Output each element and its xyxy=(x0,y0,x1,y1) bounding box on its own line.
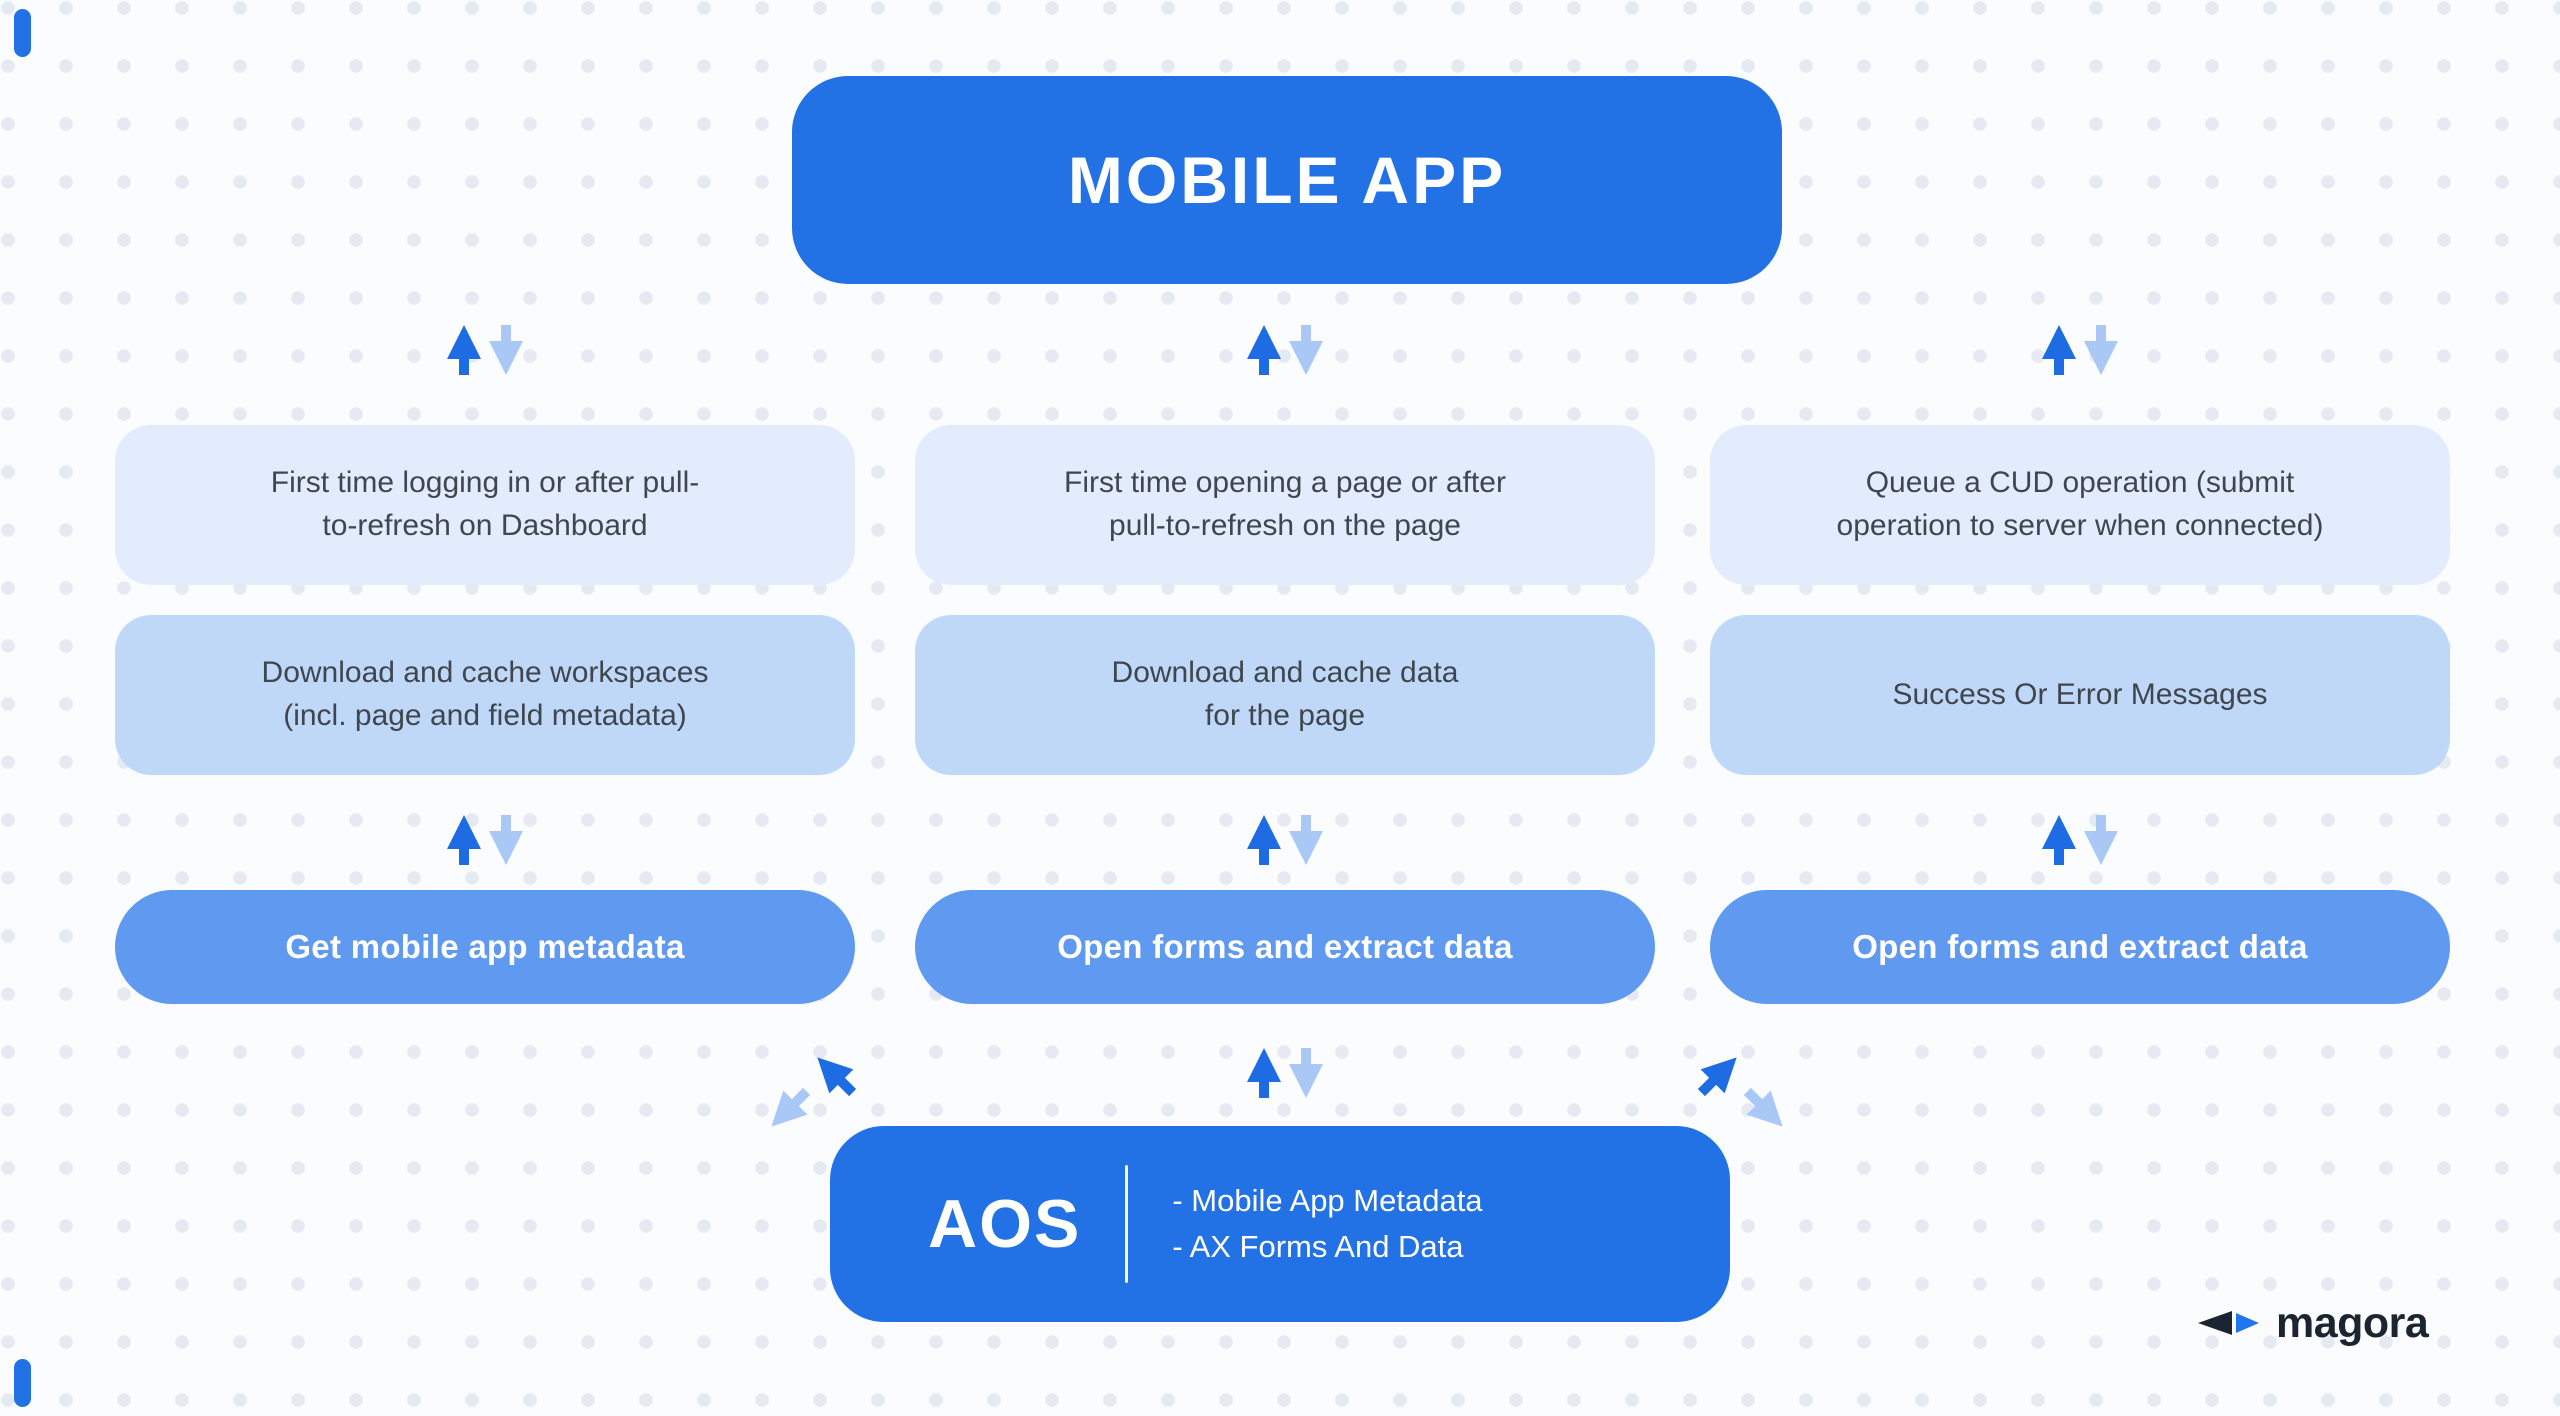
down-arrow-icon xyxy=(2084,325,2118,375)
down-right-arrow-icon xyxy=(1743,1087,1783,1127)
up-arrow-icon xyxy=(447,815,481,865)
action-box-col3: Success Or Error Messages xyxy=(1710,615,2450,775)
action-text: Download and cache workspaces (incl. pag… xyxy=(261,656,709,732)
down-arrow-icon xyxy=(1289,815,1323,865)
api-pill-text: Open forms and extract data xyxy=(1852,928,2308,965)
updown-arrows-col3-top xyxy=(2042,325,2118,375)
up-left-arrow-icon xyxy=(817,1057,857,1097)
updown-arrows-center-bottom xyxy=(1247,1048,1323,1098)
up-right-arrow-icon xyxy=(1697,1057,1737,1097)
api-pill-text: Get mobile app metadata xyxy=(285,928,685,965)
aos-items: - Mobile App Metadata - AX Forms And Dat… xyxy=(1172,1182,1483,1265)
mobile-app-title: MOBILE APP xyxy=(1067,143,1507,217)
action-text: Download and cache data for the page xyxy=(1111,656,1459,732)
down-arrow-icon xyxy=(489,325,523,375)
up-arrow-icon xyxy=(447,325,481,375)
down-arrow-icon xyxy=(489,815,523,865)
api-pill-col3: Open forms and extract data xyxy=(1710,890,2450,1004)
down-arrow-icon xyxy=(1289,325,1323,375)
up-arrow-icon xyxy=(1247,1048,1281,1098)
aos-node: AOS - Mobile App Metadata - AX Forms And… xyxy=(830,1126,1730,1322)
trigger-box-col1: First time logging in or after pull- to-… xyxy=(115,425,855,585)
up-arrow-icon xyxy=(1247,815,1281,865)
aos-divider xyxy=(1125,1165,1129,1283)
action-box-col1: Download and cache workspaces (incl. pag… xyxy=(115,615,855,775)
updown-arrows-col2-top xyxy=(1247,325,1323,375)
aos-title: AOS xyxy=(928,1186,1082,1262)
updown-arrows-col3-mid xyxy=(2042,815,2118,865)
down-left-arrow-icon xyxy=(771,1087,811,1127)
up-arrow-icon xyxy=(2042,815,2076,865)
updown-arrows-col2-mid xyxy=(1247,815,1323,865)
edge-accent-bottom xyxy=(14,1359,31,1407)
trigger-box-col3: Queue a CUD operation (submit operation … xyxy=(1710,425,2450,585)
edge-accent-top xyxy=(14,9,31,57)
magora-logo-text: magora xyxy=(2276,1298,2429,1347)
updown-arrows-col1-mid xyxy=(447,815,523,865)
api-pill-col1: Get mobile app metadata xyxy=(115,890,855,1004)
api-pill-text: Open forms and extract data xyxy=(1057,928,1513,965)
up-arrow-icon xyxy=(1247,325,1281,375)
api-pill-col2: Open forms and extract data xyxy=(915,890,1655,1004)
trigger-box-col2: First time opening a page or after pull-… xyxy=(915,425,1655,585)
down-arrow-icon xyxy=(1289,1048,1323,1098)
mobile-app-node: MOBILE APP xyxy=(792,76,1782,284)
action-text: Success Or Error Messages xyxy=(1892,677,2268,711)
down-arrow-icon xyxy=(2084,815,2118,865)
updown-arrows-col1-top xyxy=(447,325,523,375)
up-arrow-icon xyxy=(2042,325,2076,375)
trigger-text: First time opening a page or after pull-… xyxy=(1064,466,1506,542)
action-box-col2: Download and cache data for the page xyxy=(915,615,1655,775)
trigger-text: Queue a CUD operation (submit operation … xyxy=(1836,466,2324,542)
diagonal-arrows-right xyxy=(1697,1048,1804,1138)
magora-logo: magora xyxy=(2198,1298,2429,1348)
diagonal-arrows-left xyxy=(770,1048,874,1138)
trigger-text: First time logging in or after pull- to-… xyxy=(270,466,700,542)
magora-logo-icon xyxy=(2198,1311,2259,1335)
